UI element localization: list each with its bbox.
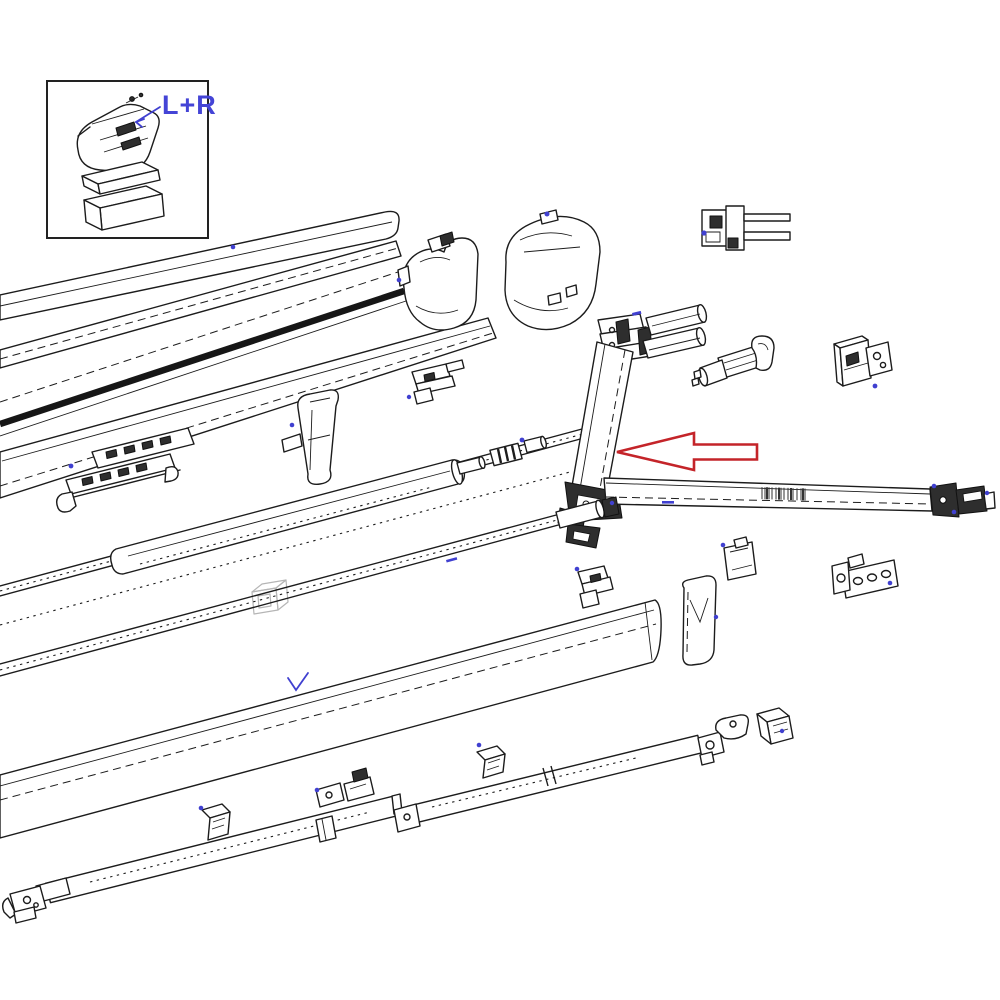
support-bracket [411,359,465,405]
end-cover-right [504,209,601,331]
foot-bracket [756,707,794,745]
rail-clamp-clip [723,536,757,581]
rafter-arm-left [1,793,403,924]
wall-plate-bracket [831,553,899,599]
mounting-bracket-rail [55,427,195,513]
inset-box: L+R [46,80,217,239]
spring-arm-vertical-section [571,341,634,497]
clip-bracket-3 [476,745,506,779]
clip-bracket-2 [315,767,375,808]
end-cover-left [397,231,479,331]
roller-drive-adapter [489,435,547,467]
spring-arm-end-joint [929,482,996,518]
rafter-arm-left-knuckle [1,877,71,924]
cassette-lid-profile [0,210,400,321]
spring-arm-horizontal-section [603,477,933,512]
roller-tube [109,455,486,575]
rubber-seal-strip [0,271,407,437]
rafter-arm-right-knuckle [697,714,750,766]
lead-rail-end-cap [681,575,717,666]
highlight-arrow [616,431,759,472]
gear-unit [833,335,893,387]
rail-tube-end [555,496,620,529]
wall-clamp [281,389,340,485]
rafter-arm-right [393,714,750,833]
inset-leader-arrow [135,106,161,128]
cassette-front-profile [0,240,402,369]
spring-arm-assembly [557,304,996,549]
part-callout-marks [68,211,990,811]
motor-unit [691,335,775,387]
lead-rail-profile [0,599,662,839]
arm-bracket-small [577,565,614,609]
inset-label: L+R [162,90,217,120]
inset-packaging-boxes [81,161,165,231]
mounting-claw-bracket [701,205,791,251]
arm-label-hatch [761,487,806,501]
guide-rail-extra [0,471,571,626]
connector-cube [251,579,289,615]
guide-rail-lower [0,513,563,677]
clip-bracket-1 [201,803,231,841]
